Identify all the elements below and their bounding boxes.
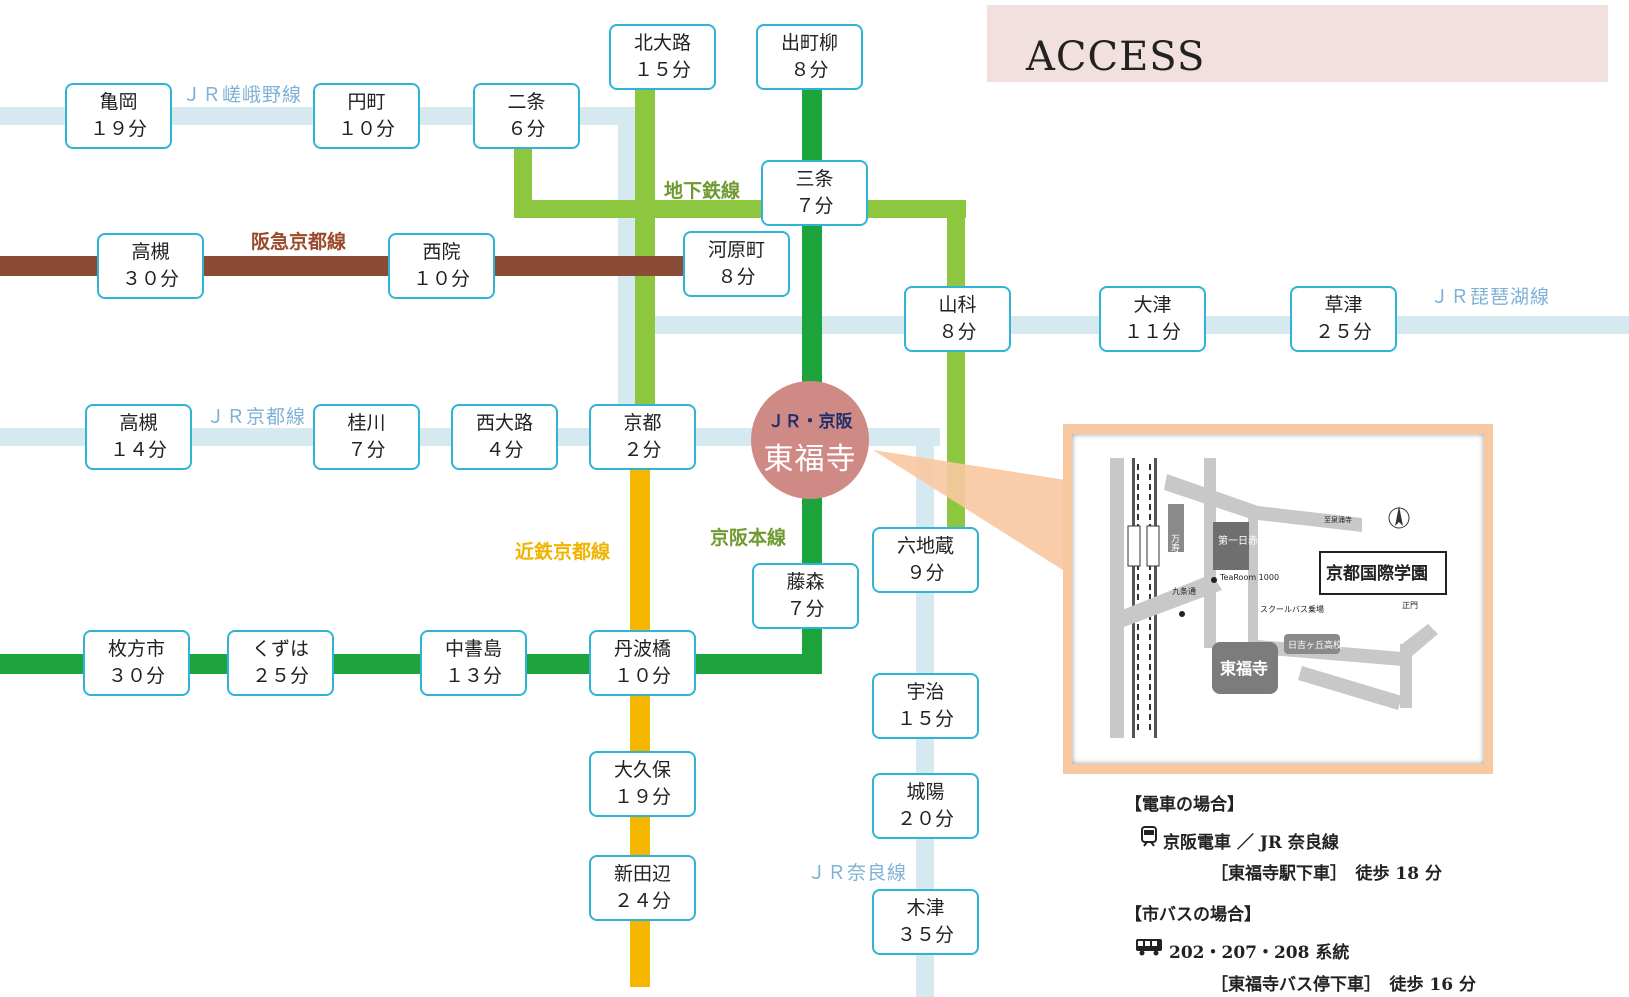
- label-keihan: 京阪本線: [710, 527, 787, 549]
- train-heading: 【電車の場合】: [1125, 795, 1244, 815]
- inset-map: 万寿寺 第一日赤 TeaRoom 1000 スクールバス乗場 日吉ヶ丘高校 東福…: [1072, 434, 1484, 764]
- label-jr-biwako: ＪＲ琵琶湖線: [1430, 286, 1551, 308]
- label-kintetsu: 近鉄京都線: [515, 541, 611, 563]
- label-hankyu: 阪急京都線: [251, 231, 347, 253]
- inset-temple: 東福寺: [1220, 659, 1268, 678]
- label-subway: 地下鉄線: [664, 180, 741, 202]
- inset-manju: 万寿寺: [1169, 534, 1180, 561]
- inset-map-drawing: 万寿寺 第一日赤 TeaRoom 1000 スクールバス乗場 日吉ヶ丘高校 東福…: [1110, 458, 1447, 738]
- access-header-band: [987, 5, 1608, 82]
- inset-school-bus: スクールバス乗場: [1260, 604, 1324, 614]
- hub-line-label: ＪＲ・京阪: [767, 412, 853, 432]
- inset-school: 京都国際学園: [1326, 563, 1428, 584]
- subway-tozai: [947, 200, 965, 530]
- inset-tearoom: TeaRoom 1000: [1219, 573, 1279, 582]
- inset-map-frame: 万寿寺 第一日赤 TeaRoom 1000 スクールバス乗場 日吉ヶ丘高校 東福…: [1063, 424, 1493, 774]
- label-jr-sagano: ＪＲ嵯峨野線: [182, 84, 303, 106]
- inset-hiyoshi: 日吉ヶ丘高校: [1288, 639, 1342, 651]
- train-lines: 京阪電車 ／ JR 奈良線: [1163, 833, 1339, 853]
- inset-senyu: 至泉涌寺: [1324, 515, 1352, 524]
- page-title: ACCESS: [1026, 34, 1206, 80]
- bus-detail: ［東福寺バス停下車］ 徒歩 16 分: [1211, 975, 1476, 995]
- hub-station-name: 東福寺: [763, 442, 857, 477]
- train-detail: ［東福寺駅下車］ 徒歩 18 分: [1211, 864, 1442, 884]
- bus-icon: [1135, 938, 1163, 961]
- keihan-main-vertical: [802, 85, 822, 673]
- label-jr-kyoto: ＪＲ京都線: [206, 406, 307, 428]
- inset-main-gate: 正門: [1402, 601, 1418, 610]
- bus-heading: 【市バスの場合】: [1125, 905, 1261, 925]
- label-jr-nara: ＪＲ奈良線: [807, 862, 908, 884]
- inset-kujo: 九条通: [1172, 586, 1196, 596]
- bus-lines: 202・207・208 系統: [1169, 943, 1350, 963]
- hub-tofukuji: ＪＲ・京阪 東福寺: [751, 381, 869, 499]
- subway-nijo-branch: [514, 140, 532, 218]
- inset-nisseki: 第一日赤: [1218, 534, 1258, 547]
- train-icon: [1141, 826, 1157, 853]
